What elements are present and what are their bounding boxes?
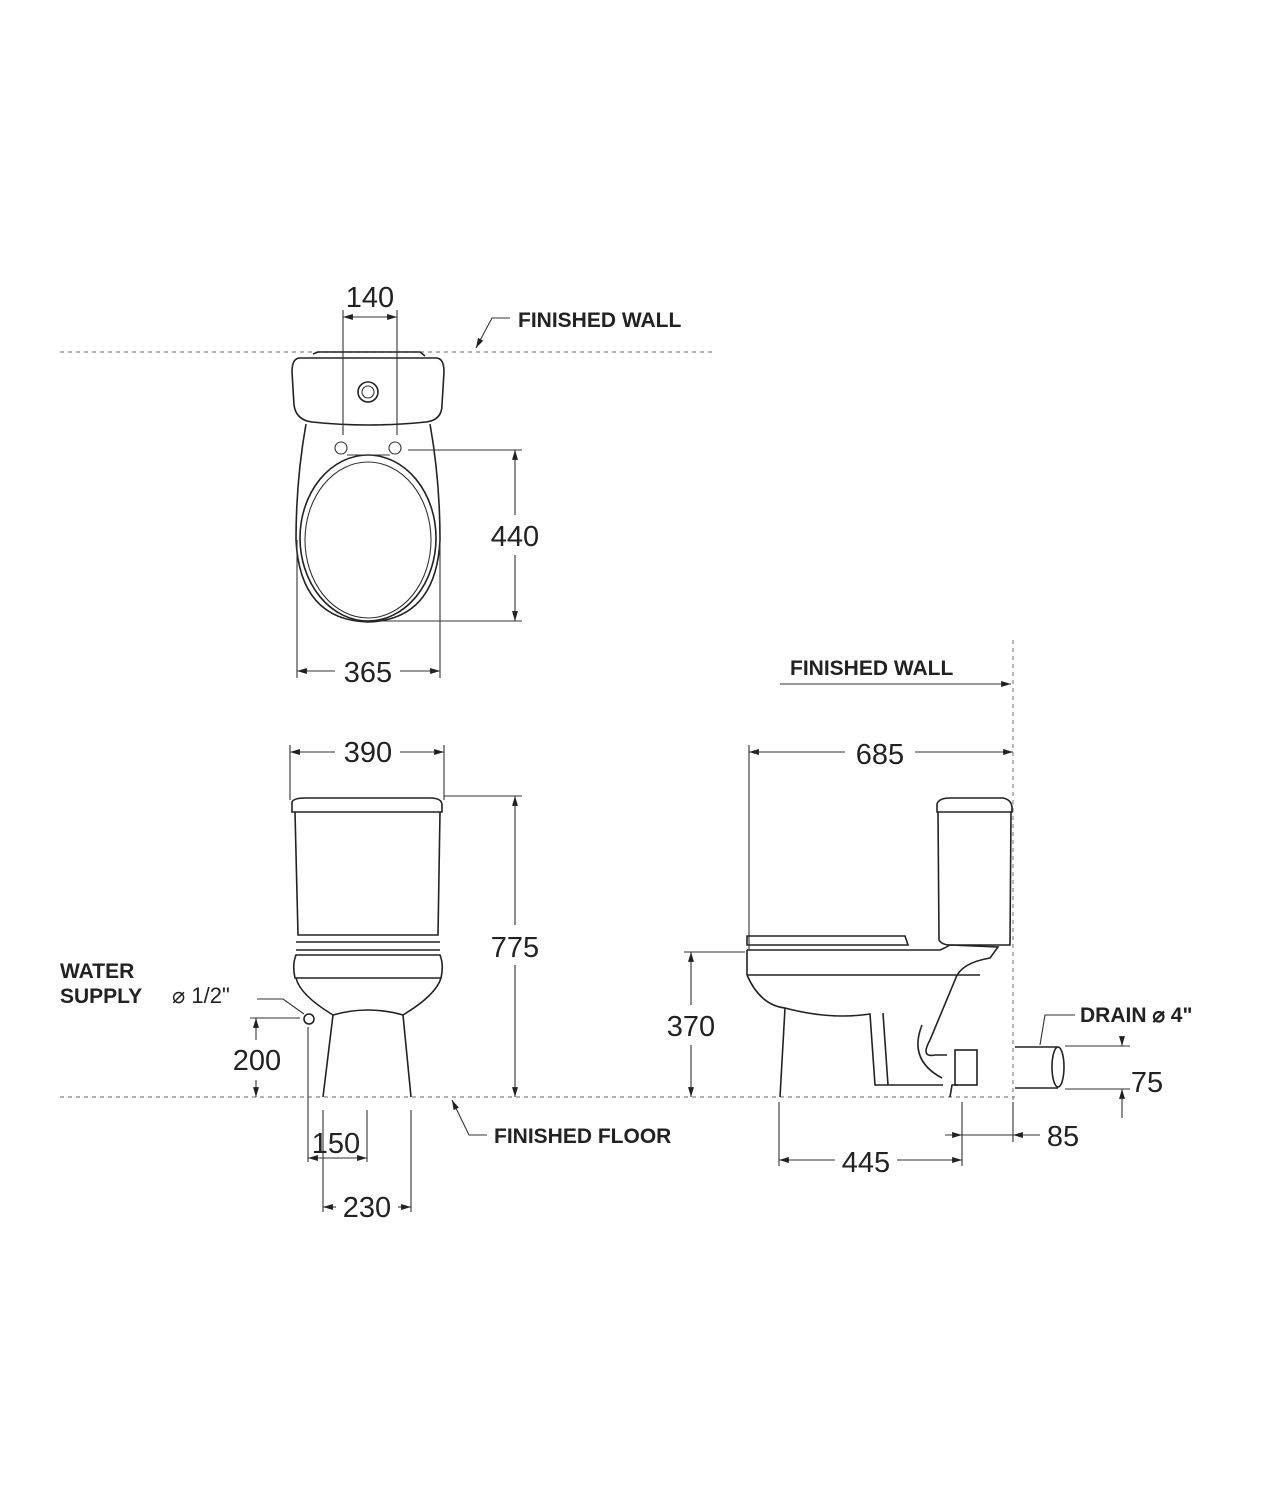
dim-tank-width: 390 (344, 737, 392, 769)
flush-button (357, 381, 379, 403)
dim-pedestal-width: 230 (343, 1192, 391, 1224)
dim-supply-height: 200 (233, 1045, 281, 1077)
finished-wall-label-plan: FINISHED WALL (518, 309, 681, 332)
dim-overall-height: 775 (491, 932, 539, 964)
dim-overall-depth: 685 (856, 739, 904, 771)
dim-drain-offset: 85 (1047, 1121, 1079, 1153)
tank-top (291, 357, 445, 426)
front-view: 390 775 WATER SUPPLY ⌀ 1/2" 200 150 230 … (60, 737, 671, 1224)
bowl-side (746, 974, 943, 1086)
dim-supply-offset: 150 (312, 1128, 360, 1160)
dim-drain-height: 75 (1131, 1067, 1163, 1099)
drain-pipe (1015, 1046, 1058, 1089)
dim-seat-height: 370 (667, 1011, 715, 1043)
seat-inner (304, 461, 432, 619)
water-supply-size: ⌀ 1/2" (172, 983, 230, 1008)
drain-label: DRAIN ⌀ 4" (1080, 1004, 1192, 1027)
bowl-rim-front (292, 954, 444, 979)
pedestal-rear-edge (882, 1012, 889, 1086)
bowl-rim-side (747, 944, 1000, 1057)
finished-floor-label: FINISHED FLOOR (494, 1125, 671, 1148)
outlet-connector (954, 1049, 978, 1086)
dim-bowl-width: 365 (344, 657, 392, 689)
pedestal-front-edge (779, 1007, 786, 1098)
tank-lid-front (291, 797, 443, 813)
tank-body-side (937, 811, 1012, 946)
seat-side (746, 935, 910, 946)
rim-band (746, 950, 980, 976)
dim-floor-depth: 445 (842, 1147, 890, 1179)
dim-seat-length: 440 (491, 521, 539, 553)
outlet-base (949, 1084, 958, 1098)
leader-line (1039, 1014, 1075, 1046)
flush-button-inner (361, 385, 375, 399)
hinge-right (388, 441, 402, 455)
leader-line (475, 317, 510, 349)
bowl-outline (295, 423, 441, 623)
water-supply-label-2: SUPPLY (60, 985, 142, 1008)
water-supply-inlet (303, 1013, 315, 1025)
tank-body-front (294, 811, 441, 936)
hinge-left (334, 441, 348, 455)
plan-view: 140 440 365 FINISHED WALL (60, 282, 715, 689)
finished-wall-label-side: FINISHED WALL (790, 657, 953, 680)
tank-lid-side (936, 797, 1013, 813)
leader-line (257, 998, 305, 1015)
toilet-seat (299, 454, 437, 622)
side-view: FINISHED WALL DRAIN ⌀ 4" 685 370 (667, 640, 1192, 1179)
drain-pipe-end (1051, 1046, 1065, 1088)
pedestal-front (322, 1014, 412, 1098)
dim-hinge-spacing: 140 (346, 282, 394, 314)
leader-line (451, 1099, 487, 1136)
bowl-front (295, 977, 442, 1016)
water-supply-label-1: WATER (60, 960, 134, 983)
tank-lid (312, 351, 426, 357)
trapway (917, 1024, 943, 1079)
